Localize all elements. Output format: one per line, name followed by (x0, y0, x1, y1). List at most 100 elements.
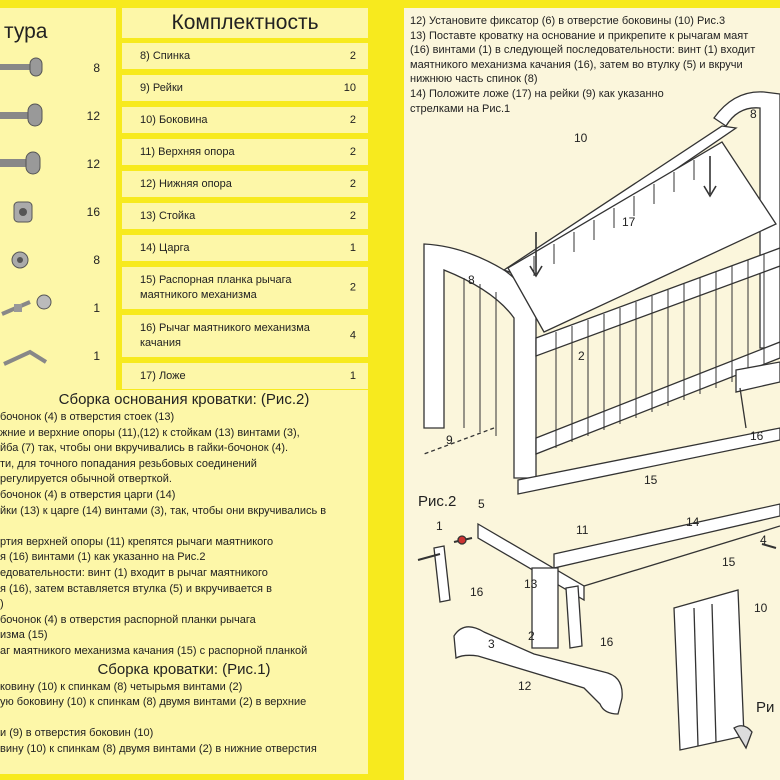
bolt-icon (0, 151, 41, 175)
kit-item-qty: 4 (349, 329, 356, 342)
assembly-instructions: Сборка основания кроватки: (Рис.2) бочон… (0, 390, 368, 774)
hardware-count: 8 (93, 61, 100, 75)
instruction-line (0, 519, 368, 535)
hardware-count: 12 (86, 157, 100, 171)
label-12: 12 (518, 679, 532, 693)
label-17: 17 (622, 215, 636, 229)
hardware-title: тура (4, 20, 48, 43)
instruction-line: 13) Поставте кроватку на основание и при… (410, 29, 749, 42)
hardware-row-hex-key: 1 (0, 334, 116, 378)
kit-item-name: 14) Царга (140, 242, 190, 254)
label-8: 8 (750, 107, 757, 121)
kit-title: Комплектность (122, 8, 368, 38)
instruction-line: стрелками на Рис.1 (410, 102, 511, 115)
label-13: 13 (524, 577, 538, 591)
instruction-line: (16) винтами (1) в следующей последовате… (410, 44, 756, 57)
label-1: 1 (436, 519, 443, 533)
label-8: 8 (468, 273, 475, 287)
crib-drawing (423, 91, 780, 479)
hardware-row-bushing: 8 (0, 238, 116, 282)
instruction-line: ковину (10) к спинкам (8) четырьмя винта… (0, 680, 243, 693)
instruction-line: 12) Установите фиксатор (6) в отверстие … (410, 15, 726, 27)
instruction-line: ) (0, 598, 4, 611)
screw-icon (0, 57, 43, 77)
instruction-line: бочонок (4) в отверстия стоек (13) (0, 411, 175, 423)
label-5: 5 (478, 497, 485, 511)
kit-item-qty: 2 (349, 146, 356, 158)
label-16: 16 (750, 429, 764, 443)
hardware-row-lock: 1 (0, 286, 116, 330)
instruction-line: я (16), затем вставляется втулка (5) и в… (0, 582, 272, 595)
label-16: 16 (470, 585, 484, 599)
crib-assembly-title: Сборка кроватки: (Рис.1) (97, 660, 271, 678)
instruction-line: бочонок (4) в отверстия распорной планки… (0, 613, 256, 626)
kit-item-name: 16) Рычаг маятникого механизма качания (140, 322, 310, 349)
kit-item-name: 15) Распорная планка рычага маятникого м… (140, 274, 292, 301)
kit-item: 13) Стойка 2 (122, 203, 368, 229)
kit-item-name: 9) Рейки (140, 82, 183, 94)
kit-item-qty: 2 (349, 50, 356, 62)
kit-item-qty: 2 (349, 114, 356, 126)
instruction-line: жние и верхние опоры (11),(12) к стойкам… (0, 426, 300, 439)
bushing-icon (11, 251, 29, 269)
instruction-line: ую боковину (10) к спинкам (8) двумя вин… (0, 696, 307, 709)
instruction-line: йба (7) так, чтобы они вкручивались в га… (0, 442, 289, 455)
instruction-line: вину (10) к спинкам (8) двумя винтами (2… (0, 742, 317, 755)
instruction-line: едовательности: винт (1) входит в рычаг … (0, 566, 268, 579)
kit-item-qty: 2 (349, 210, 356, 222)
instruction-line: нижнюю часть спинок (8) (410, 73, 538, 86)
kit-item-name: 10) Боковина (140, 114, 208, 126)
label-10: 10 (754, 601, 768, 615)
instruction-line (0, 711, 368, 727)
label-9: 9 (446, 433, 453, 447)
label-2: 2 (528, 629, 535, 643)
label-16: 16 (600, 635, 614, 649)
instruction-line: и (9) в отверстия боковин (10) (0, 727, 154, 740)
kit-item: 12) Нижняя опора 2 (122, 171, 368, 197)
kit-item-qty: 2 (349, 178, 356, 190)
instruction-line: 14) Положите ложе (17) на рейки (9) как … (410, 87, 664, 100)
label-15: 15 (722, 555, 736, 569)
diagram-panel: 10 8 17 8 2 9 16 15 5 1 11 14 4 15 16 13… (404, 8, 780, 780)
kit-item: 10) Боковина 2 (122, 107, 368, 133)
instruction-line: бочонок (4) в отверстия царги (14) (0, 488, 176, 501)
barrel-nut-icon (13, 201, 33, 223)
instruction-line: регулируется обычной отверткой. (0, 473, 172, 486)
hardware-count: 1 (93, 301, 100, 315)
kit-item-qty: 2 (349, 281, 356, 294)
hardware-row-bolt: 12 (0, 142, 116, 186)
kit-item-qty: 1 (349, 242, 356, 254)
instruction-line: изма (15) (0, 629, 48, 642)
label-11: 11 (576, 523, 589, 537)
figure-2-label: Рис.2 (418, 493, 456, 510)
diagram-labels: 10 8 17 8 2 9 16 15 5 1 11 14 4 15 16 13… (418, 107, 774, 716)
figure-3-label: Ри (756, 699, 774, 716)
label-10: 10 (574, 131, 588, 145)
kit-item: 16) Рычаг маятникого механизма качания 4 (122, 315, 368, 357)
kit-item-name: 13) Стойка (140, 210, 196, 222)
instruction-line: ртия верхней опоры (11) крепятся рычаги … (0, 535, 274, 548)
kit-item-name: 12) Нижняя опора (140, 178, 232, 190)
hardware-row-barrel-nut: 16 (0, 190, 116, 234)
hardware-row-screw-long: 12 (0, 94, 116, 138)
hardware-count: 16 (86, 205, 100, 219)
steps-text: 12) Установите фиксатор (6) в отверстие … (410, 14, 780, 116)
hardware-count: 1 (93, 349, 100, 363)
kit-item: 14) Царга 1 (122, 235, 368, 261)
label-4: 4 (760, 533, 767, 547)
hardware-count: 12 (86, 109, 100, 123)
instruction-line: аг маятникого механизма качания (15) с р… (0, 644, 308, 657)
hex-key-icon (3, 349, 48, 366)
hardware-count: 8 (93, 253, 100, 267)
kit-item-qty: 1 (349, 370, 356, 382)
label-3: 3 (488, 637, 495, 651)
assembly-diagram: 10 8 17 8 2 9 16 15 5 1 11 14 4 15 16 13… (417, 91, 780, 751)
hardware-row-screw-short: 8 (0, 46, 116, 90)
instruction-line: я (16) винтами (1) как указанно на Рис.2 (0, 551, 206, 564)
instruction-line: ти, для точного попадания резьбовых соед… (0, 457, 257, 470)
kit-item-name: 11) Верхняя опора (140, 146, 235, 158)
